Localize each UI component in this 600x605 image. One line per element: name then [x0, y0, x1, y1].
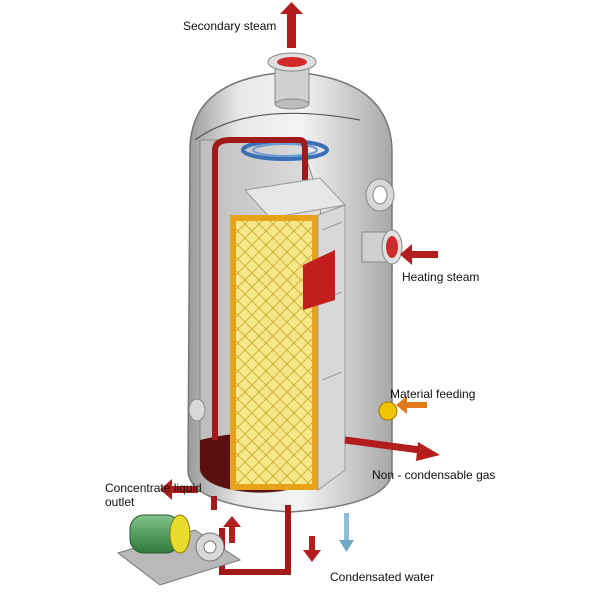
label-condensated-water: Condensated water: [330, 570, 435, 584]
label-secondary-steam: Secondary steam: [183, 19, 277, 33]
material-feeding-arrow: [396, 396, 427, 414]
heating-steam-arrow: [400, 244, 438, 265]
material-feed-nozzle: [378, 401, 398, 421]
side-nozzle-upper: [365, 178, 395, 212]
non-condensable-gas-arrow: [344, 436, 440, 461]
condensate-arrow: [303, 536, 321, 562]
label-concentrate-liquid-outlet: Concentrate liquid outlet: [105, 481, 202, 509]
label-non-condensable-gas: Non - condensable gas: [372, 468, 496, 482]
water-drain-arrow: [339, 513, 354, 552]
heating-steam-nozzle: [361, 229, 403, 265]
label-heating-steam: Heating steam: [402, 270, 480, 284]
plate-pack: [230, 177, 346, 491]
secondary-steam-arrow: [280, 2, 303, 48]
top-nozzle: [267, 52, 317, 110]
pump-return-arrow: [223, 516, 241, 543]
side-nozzle-left: [188, 398, 206, 422]
pump-assembly: [116, 514, 242, 586]
inner-pipe-top: [212, 137, 308, 180]
label-material-feeding: Material feeding: [390, 387, 476, 401]
internal-flow-arrow: [303, 250, 335, 310]
concentrate-outlet-arrow: [160, 479, 198, 500]
